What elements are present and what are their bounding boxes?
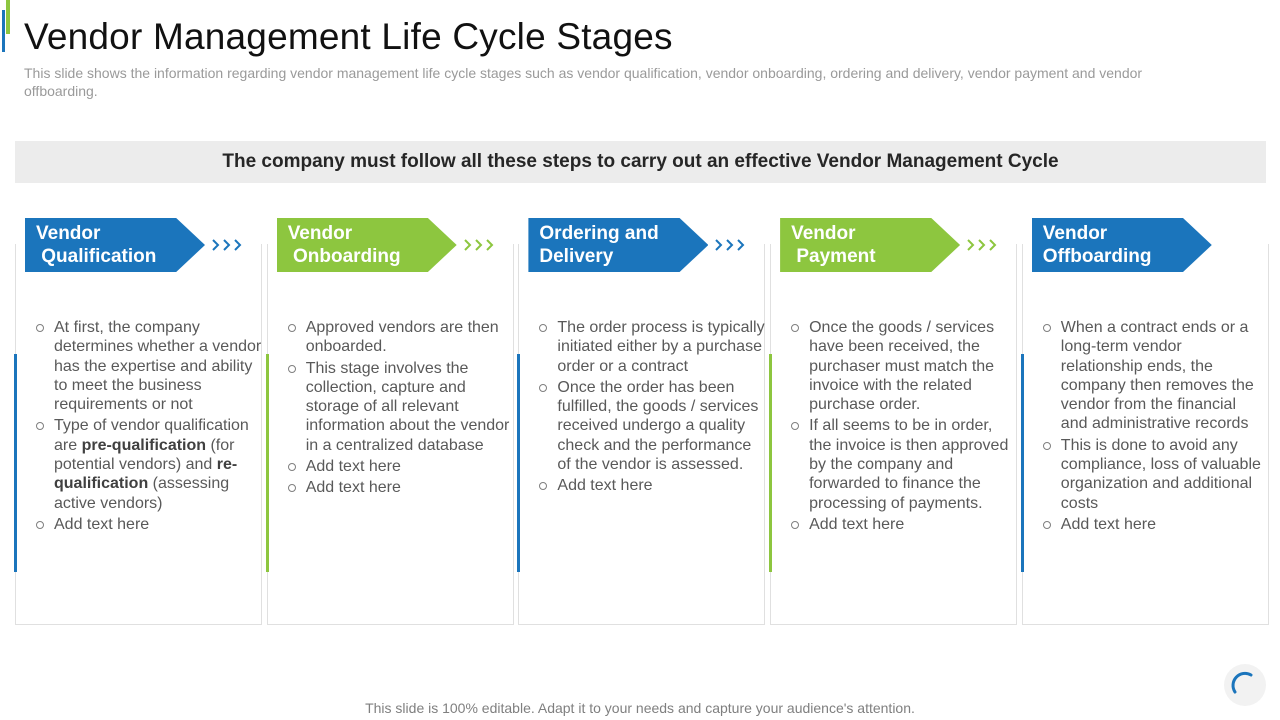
point-text: At first, the company determines whether… <box>54 319 262 414</box>
stage-points-list: The order process is typically initiated… <box>535 318 765 498</box>
stage-side-line <box>1020 354 1024 572</box>
point-text: Add text here <box>305 458 401 476</box>
stage-card <box>517 244 766 625</box>
stage-points-list: Approved vendors are then onboarded.This… <box>284 318 514 500</box>
point-text: Add text here <box>54 515 150 533</box>
point-text: When a contract ends or a long-term vend… <box>1060 319 1254 433</box>
stage-header: Vendor Offboarding <box>1031 218 1212 272</box>
point-text: Once the goods / services have been rece… <box>809 319 995 414</box>
point-text: (assessing active vendors) <box>54 475 230 512</box>
list-item: This stage involves the collection, capt… <box>284 359 514 455</box>
stage-points-list: When a contract ends or a long-term vend… <box>1039 318 1267 536</box>
bullet-circle-icon <box>287 484 296 493</box>
bullet-circle-icon <box>36 520 44 529</box>
bullet-circle-icon <box>1042 324 1051 332</box>
bullet-circle-icon <box>791 324 800 332</box>
bullet-circle-icon <box>539 383 548 392</box>
bullet-circle-icon <box>36 324 44 332</box>
banner: The company must follow all these steps … <box>15 141 1266 183</box>
bullet-circle-icon <box>1042 520 1051 529</box>
stage-side-line <box>769 354 773 572</box>
list-item: Add text here <box>284 457 514 476</box>
point-text: Add text here <box>305 479 401 497</box>
stage-header: Vendor Onboarding <box>276 218 457 272</box>
bullet-circle-icon <box>539 482 548 491</box>
point-text: This is done to avoid any compliance, lo… <box>1060 436 1261 512</box>
bullet-circle-icon <box>1042 441 1051 450</box>
list-item: When a contract ends or a long-term vend… <box>1039 318 1267 434</box>
point-text: This stage involves the collection, capt… <box>305 359 510 454</box>
footer-note: This slide is 100% editable. Adapt it to… <box>365 700 915 716</box>
point-text: (for potential vendors) and <box>54 436 235 474</box>
list-item: The order process is typically initiated… <box>535 318 765 376</box>
chevrons-icon <box>463 239 494 251</box>
title-accent-bar <box>6 0 10 34</box>
stage-card <box>14 244 262 625</box>
stage-header: Ordering and Delivery <box>528 218 709 272</box>
point-text: Add text here <box>557 477 653 495</box>
point-text: Once the order has been fulfilled, the g… <box>557 378 759 474</box>
list-item: Add text here <box>535 476 765 495</box>
stage-points-list: Once the goods / services have been rece… <box>787 318 1017 536</box>
point-text: Type of vendor qualification are <box>54 417 249 454</box>
stage-header: Vendor Qualification <box>25 218 205 272</box>
list-item: Add text here <box>787 515 1017 534</box>
bold-term: pre-qualification <box>81 436 207 454</box>
stage-card <box>265 244 514 625</box>
page-title: Vendor Management Life Cycle Stages <box>24 16 673 57</box>
bold-term: re-qualification <box>54 456 238 493</box>
stage-card <box>769 244 1018 625</box>
page-subtitle: This slide shows the information regardi… <box>24 65 1143 99</box>
list-item: Approved vendors are then onboarded. <box>284 318 514 357</box>
chevrons-icon <box>212 239 242 251</box>
list-item: At first, the company determines whether… <box>32 318 262 414</box>
list-item: This is done to avoid any compliance, lo… <box>1039 436 1267 513</box>
point-text: The order process is typically initiated… <box>557 319 765 375</box>
bullet-circle-icon <box>36 422 44 431</box>
bullet-circle-icon <box>539 324 548 332</box>
list-item: If all seems to be in order, the invoice… <box>787 416 1017 512</box>
list-item: Once the goods / services have been rece… <box>787 318 1017 414</box>
point-text: If all seems to be in order, the invoice… <box>809 417 1009 512</box>
list-item: Add text here <box>32 515 262 534</box>
stage-side-line <box>517 354 521 572</box>
list-item: Add text here <box>284 478 514 497</box>
bullet-circle-icon <box>791 422 800 431</box>
loading-spinner-icon <box>1224 664 1266 706</box>
bullet-circle-icon <box>287 324 296 332</box>
list-item: Once the order has been fulfilled, the g… <box>535 378 765 474</box>
bullet-circle-icon <box>287 364 296 373</box>
chevrons-icon <box>967 239 997 251</box>
point-text: Approved vendors are then onboarded. <box>305 319 499 356</box>
stage-card <box>1020 244 1269 625</box>
list-item: Type of vendor qualification are pre-qua… <box>32 416 262 512</box>
title-accent-bar-blue <box>2 10 5 52</box>
point-text: Add text here <box>809 515 905 533</box>
stage-points-list: At first, the company determines whether… <box>32 318 262 536</box>
point-text: Add text here <box>1060 515 1156 533</box>
stage-header: Vendor Payment <box>780 218 961 272</box>
chevrons-icon <box>715 239 745 251</box>
stage-side-line <box>265 354 269 572</box>
banner-text: The company must follow all these steps … <box>222 151 1059 172</box>
bullet-circle-icon <box>791 520 800 529</box>
bullet-circle-icon <box>287 463 296 472</box>
list-item: Add text here <box>1039 515 1267 534</box>
stage-side-line <box>14 354 17 572</box>
